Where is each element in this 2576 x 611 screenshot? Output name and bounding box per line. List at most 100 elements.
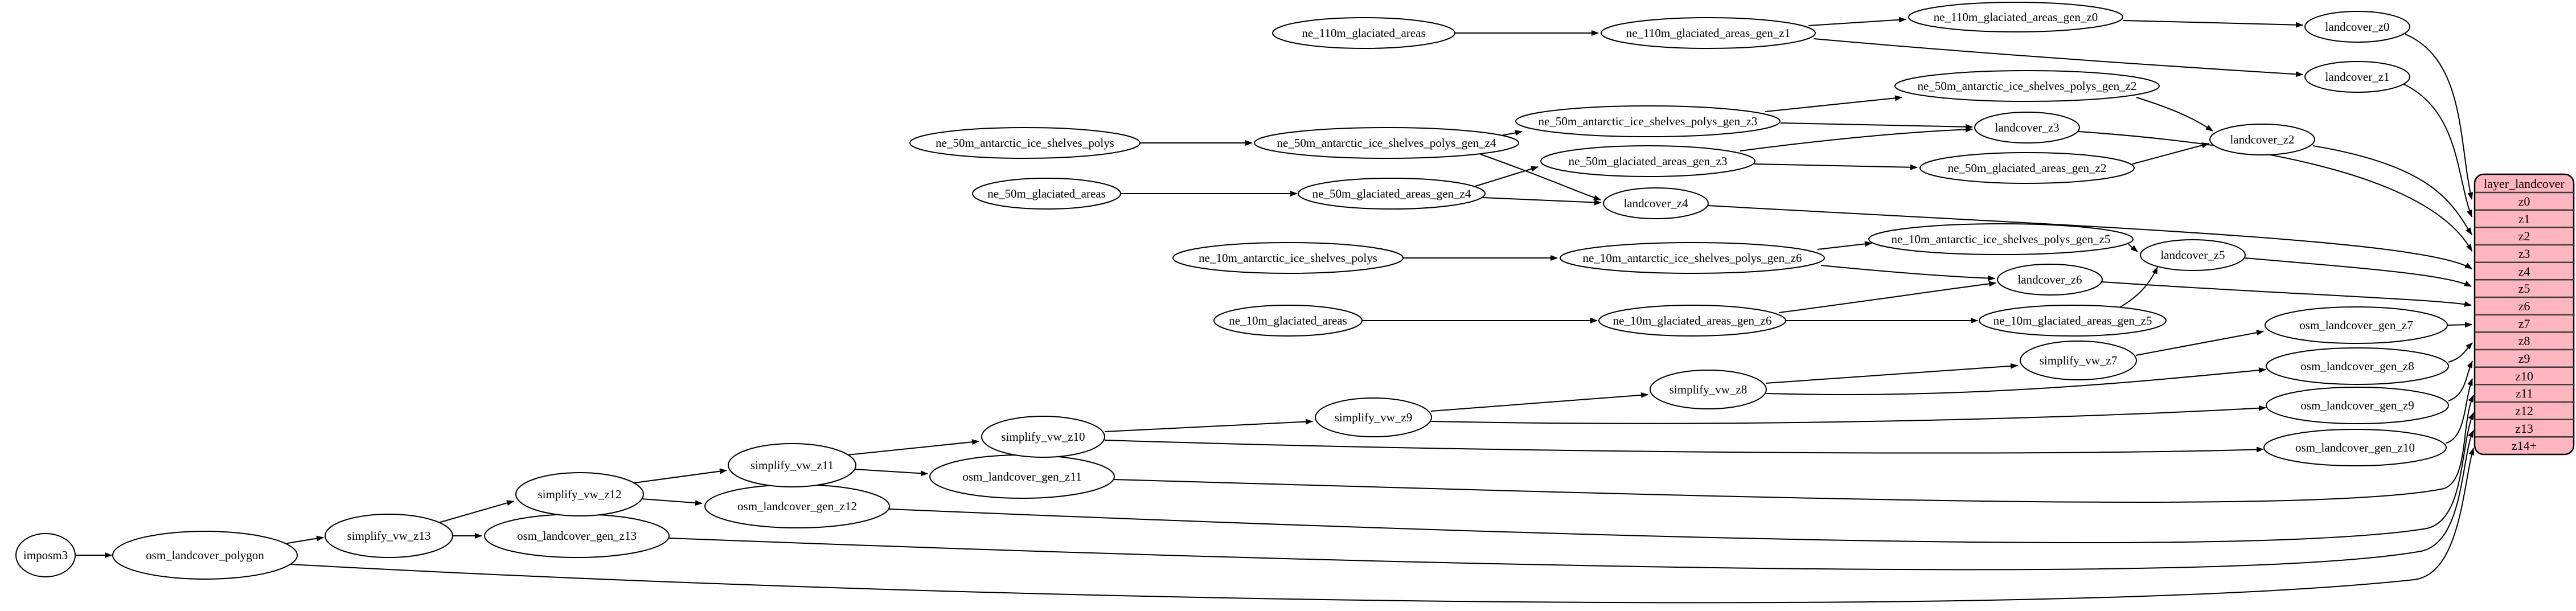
table-row-z3: z3 (2518, 247, 2530, 261)
node-landcover_z0: landcover_z0 (2304, 11, 2410, 43)
table-row-z14plus: z14+ (2512, 438, 2537, 453)
node-ne_10m_glaciated_areas: ne_10m_glaciated_areas (1213, 305, 1363, 337)
svg-text:landcover_z4: landcover_z4 (1623, 196, 1688, 210)
edge-osm_landcover_gen_z11-z11 (1113, 395, 2474, 503)
svg-text:osm_landcover_gen_z9: osm_landcover_gen_z9 (2300, 399, 2414, 412)
edge-ne_50m_shelves_gen_z3-gen_z2 (1765, 95, 1902, 112)
table-row-z6: z6 (2518, 299, 2530, 313)
table-row-z5: z5 (2518, 281, 2530, 296)
table-row-z4: z4 (2518, 264, 2530, 278)
node-ne_50m_glaciated_areas: ne_50m_glaciated_areas (972, 178, 1121, 210)
node-simplify_vw_z10: simplify_vw_z10 (981, 416, 1105, 458)
svg-text:ne_10m_antarctic_ice_shelves_p: ne_10m_antarctic_ice_shelves_polys_gen_z… (1892, 232, 2111, 246)
node-ne_110m_glaciated_areas_gen_z0: ne_110m_glaciated_areas_gen_z0 (1908, 2, 2123, 32)
edge-ne_50m_glaciated_gen_z4-landcover_z4 (1482, 197, 1602, 206)
edge-ne_10m_shelves_gen_z6-gen_z5 (1817, 241, 1872, 250)
edge-ne_50m_glaciated_gen_z3-landcover_z3 (1740, 126, 1973, 151)
table-row-z1: z1 (2518, 212, 2530, 226)
svg-text:simplify_vw_z10: simplify_vw_z10 (1002, 430, 1085, 444)
edge-ne_50m_glaciated_gen_z3-gen_z2 (1754, 163, 1918, 170)
edge-simplify_vw_z13-simplify_vw_z12 (434, 500, 514, 524)
svg-text:ne_50m_antarctic_ice_shelves_p: ne_50m_antarctic_ice_shelves_polys_gen_z… (1918, 79, 2137, 93)
edge-gen_z1-gen_z0 (1808, 17, 1906, 26)
edge-simplify_vw_z9-simplify_vw_z8 (1430, 392, 1648, 412)
edge-ne_50m_glaciated_gen_z2-landcover_z2 (2132, 142, 2209, 165)
node-landcover_z6: landcover_z6 (1997, 264, 2103, 296)
svg-text:osm_landcover_gen_z11: osm_landcover_gen_z11 (962, 470, 1081, 483)
node-simplify_vw_z11: simplify_vw_z11 (728, 443, 856, 487)
table-row-z7: z7 (2518, 317, 2530, 331)
edge-landcover_z0-z0 (2405, 34, 2474, 200)
svg-text:landcover_z2: landcover_z2 (2230, 133, 2294, 146)
svg-text:osm_landcover_gen_z8: osm_landcover_gen_z8 (2300, 359, 2414, 373)
node-simplify_vw_z7: simplify_vw_z7 (2020, 341, 2137, 380)
node-osm_landcover_gen_z10: osm_landcover_gen_z10 (2263, 429, 2447, 466)
svg-text:ne_50m_glaciated_areas: ne_50m_glaciated_areas (987, 187, 1106, 200)
table-row-z10: z10 (2515, 369, 2533, 383)
edge-landcover_z3-z3 (2078, 131, 2472, 252)
node-osm_landcover_gen_z9: osm_landcover_gen_z9 (2266, 387, 2449, 424)
edge-osm_landcover_gen_z8-z8 (2448, 342, 2473, 363)
edge-gen_z1-landcover_z1 (1813, 38, 2303, 77)
edge-gen_z0-landcover_z0 (2123, 20, 2303, 28)
edge-ne_50m_shelves_gen_z2-landcover_z2 (2136, 97, 2213, 132)
svg-text:ne_10m_glaciated_areas: ne_10m_glaciated_areas (1229, 314, 1347, 327)
svg-text:ne_50m_antarctic_ice_shelves_p: ne_50m_antarctic_ice_shelves_polys_gen_z… (1539, 114, 1758, 128)
table-layer-landcover: layer_landcover z0 z1 z2 z3 z4 z5 z6 z7 … (2474, 173, 2575, 456)
edge-simplify_vw_z7-osm_landcover_gen_z7 (2135, 330, 2264, 356)
svg-text:simplify_vw_z7: simplify_vw_z7 (2040, 354, 2118, 367)
node-simplify_vw_z13: simplify_vw_z13 (325, 514, 453, 558)
svg-text:ne_50m_antarctic_ice_shelves_p: ne_50m_antarctic_ice_shelves_polys (936, 136, 1114, 150)
svg-text:ne_10m_glaciated_areas_gen_z6: ne_10m_glaciated_areas_gen_z6 (1613, 314, 1772, 327)
svg-text:simplify_vw_z11: simplify_vw_z11 (750, 458, 834, 472)
node-landcover_z4: landcover_z4 (1603, 187, 1709, 219)
node-ne_10m_glaciated_areas_gen_z6: ne_10m_glaciated_areas_gen_z6 (1598, 305, 1786, 337)
node-ne_50m_glaciated_areas_gen_z4: ne_50m_glaciated_areas_gen_z4 (1298, 178, 1486, 210)
edge-osm_landcover_polygon-simplify_vw_z13 (284, 535, 324, 544)
edge-landcover_z4-z4 (1707, 205, 2472, 269)
svg-text:osm_landcover_polygon: osm_landcover_polygon (146, 548, 264, 562)
edge-ne_10m_shelves_gen_z6-landcover_z6 (1820, 265, 1995, 281)
edge-simplify_vw_z9-osm_landcover_gen_z9 (1431, 405, 2266, 424)
edge-landcover_z5-z5 (2244, 257, 2472, 287)
table-row-z9: z9 (2518, 351, 2530, 366)
svg-text:ne_110m_glaciated_areas: ne_110m_glaciated_areas (1302, 26, 1425, 40)
svg-text:ne_10m_glaciated_areas_gen_z5: ne_10m_glaciated_areas_gen_z5 (1993, 314, 2152, 327)
node-landcover_z3: landcover_z3 (1974, 112, 2080, 143)
svg-text:simplify_vw_z12: simplify_vw_z12 (538, 487, 622, 501)
edge-osm_landcover_gen_z13-z13 (668, 430, 2474, 571)
svg-text:osm_landcover_gen_z10: osm_landcover_gen_z10 (2295, 441, 2415, 454)
svg-text:landcover_z1: landcover_z1 (2325, 70, 2389, 84)
edge-ne_50m_shelves_gen_z3-landcover_z3 (1780, 122, 1973, 130)
edge-ne_50m_glaciated_gen_z4-gen_z3 (1473, 166, 1539, 187)
svg-text:landcover_z6: landcover_z6 (2017, 273, 2082, 286)
node-ne_10m_glaciated_areas_gen_z5: ne_10m_glaciated_areas_gen_z5 (1979, 305, 2167, 337)
node-simplify_vw_z8: simplify_vw_z8 (1650, 370, 1767, 409)
svg-text:simplify_vw_z8: simplify_vw_z8 (1670, 383, 1748, 396)
table-row-z8: z8 (2518, 334, 2530, 348)
svg-text:osm_landcover_gen_z12: osm_landcover_gen_z12 (737, 499, 857, 513)
svg-text:ne_110m_glaciated_areas_gen_z1: ne_110m_glaciated_areas_gen_z1 (1626, 26, 1790, 40)
table-row-z2: z2 (2518, 229, 2530, 243)
edge-simplify_vw_z8-osm_landcover_gen_z8 (1766, 367, 2266, 395)
table-row-z13: z13 (2515, 421, 2533, 436)
edge-landcover_z1-z1 (2403, 84, 2472, 218)
node-imposm3: imposm3 (15, 533, 76, 577)
edge-ne_50m_shelves_gen_z4-landcover_z4 (1480, 154, 1601, 200)
svg-text:landcover_z0: landcover_z0 (2325, 20, 2389, 34)
edge-simplify_vw_z12-osm_landcover_gen_z12 (641, 498, 703, 506)
node-ne_50m_antarctic_ice_shelves_polys: ne_50m_antarctic_ice_shelves_polys (909, 127, 1141, 159)
edge-simplify_vw_z10-osm_landcover_gen_z10 (1104, 440, 2264, 454)
table-title: layer_landcover (2484, 177, 2565, 191)
node-ne_50m_glaciated_areas_gen_z3: ne_50m_glaciated_areas_gen_z3 (1540, 145, 1755, 177)
nodes: imposm3 osm_landcover_polygon simplify_v… (15, 2, 2449, 580)
node-ne_10m_antarctic_ice_shelves_polys: ne_10m_antarctic_ice_shelves_polys (1172, 242, 1404, 274)
node-osm_landcover_gen_z7: osm_landcover_gen_z7 (2265, 306, 2448, 344)
edge-ne_10m_glaciated_gen_z5-landcover_z5 (2114, 266, 2158, 311)
edge-simplify_vw_z12-simplify_vw_z11 (634, 468, 727, 483)
svg-text:osm_landcover_gen_z7: osm_landcover_gen_z7 (2299, 318, 2413, 332)
edge-ne_10m_shelves_gen_z5-landcover_z5 (2128, 244, 2138, 252)
svg-text:osm_landcover_gen_z13: osm_landcover_gen_z13 (517, 529, 637, 543)
